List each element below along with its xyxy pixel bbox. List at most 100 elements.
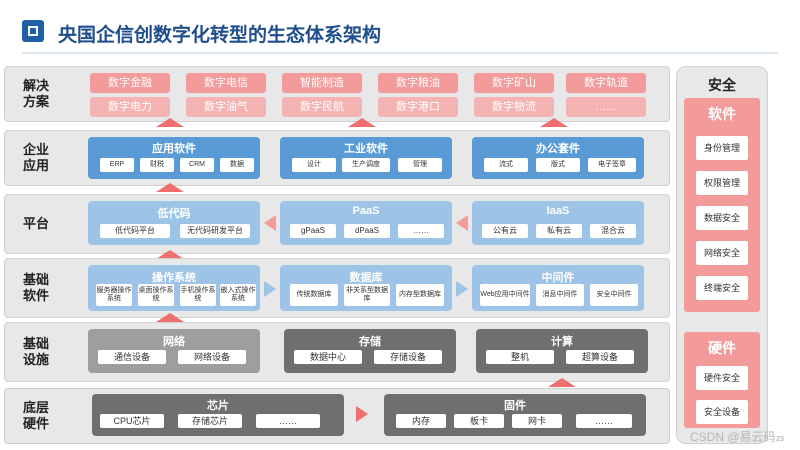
security-software-title: 软件 <box>708 106 736 122</box>
module-item: 网络设备 <box>178 350 246 364</box>
module-item: gPaaS <box>290 224 336 238</box>
module-title: 操作系统 <box>152 272 196 284</box>
security-item: 硬件安全 <box>696 366 748 390</box>
module-title: PaaS <box>352 205 380 217</box>
solution-chip: 数字粮油 <box>378 73 458 93</box>
module-item: 生产调度 <box>342 158 390 172</box>
module-item: 消息中间件 <box>536 284 584 306</box>
row-label-solutions: 解决方案 <box>22 78 49 109</box>
module-title: 固件 <box>504 400 526 412</box>
module-item: …… <box>576 414 632 428</box>
solution-chip: 智能制造 <box>282 73 362 93</box>
module-title: IaaS <box>546 205 570 217</box>
module-title: 工业软件 <box>344 143 388 155</box>
module-item: 数据中心 <box>294 350 362 364</box>
module-item: 财税 <box>140 158 174 172</box>
module-item: 混合云 <box>590 224 636 238</box>
module-item: ERP <box>100 158 134 172</box>
module-title: 计算 <box>551 336 573 348</box>
row-label-bottom-hardware: 底层硬件 <box>22 400 49 431</box>
module-title: 网络 <box>163 336 185 348</box>
module-item: 通信设备 <box>98 350 166 364</box>
arrow-left-icon <box>456 215 468 231</box>
row-label-enterprise: 企业应用 <box>22 142 49 173</box>
module-item: …… <box>398 224 444 238</box>
module-item: 板卡 <box>454 414 504 428</box>
module-item: 设计 <box>292 158 336 172</box>
solution-chip: 数字金融 <box>90 73 170 93</box>
module-item: 网卡 <box>512 414 562 428</box>
module-item: 数据 <box>220 158 254 172</box>
module-item: 存储设备 <box>374 350 442 364</box>
solution-chip: 数字电力 <box>90 97 170 117</box>
arrow-up-icon <box>348 118 376 127</box>
module-item: 手机操作系统 <box>180 284 216 306</box>
arrow-up-icon <box>156 118 184 127</box>
module-item: dPaaS <box>344 224 390 238</box>
module-item: CRM <box>180 158 214 172</box>
module-item: 低代码平台 <box>100 224 170 238</box>
module-item: 流式 <box>484 158 528 172</box>
module-title: 芯片 <box>207 400 229 412</box>
chip-icon <box>22 20 44 42</box>
row-label-base-software: 基础软件 <box>22 272 49 303</box>
module-item: 整机 <box>486 350 554 364</box>
solution-chip: 数字矿山 <box>474 73 554 93</box>
module-item: 存储芯片 <box>178 414 242 428</box>
module-iaas: IaaS <box>472 201 644 245</box>
module-item: 安全中间件 <box>590 284 638 306</box>
module-title: 低代码 <box>157 208 191 220</box>
security-title: 安全 <box>708 77 736 93</box>
module-item: 管理 <box>398 158 442 172</box>
solution-chip: 数字港口 <box>378 97 458 117</box>
arrow-up-icon <box>540 118 568 127</box>
module-item: 无代码研发平台 <box>180 224 250 238</box>
module-item: 版式 <box>536 158 580 172</box>
module-item: 超算设备 <box>566 350 634 364</box>
module-title: 存储 <box>359 336 381 348</box>
title-divider <box>22 52 778 54</box>
solution-chip: 数字民航 <box>282 97 362 117</box>
module-item: …… <box>256 414 320 428</box>
row-label-platform: 平台 <box>22 216 49 231</box>
module-title: 中间件 <box>541 272 575 284</box>
module-item: 嵌入式操作系统 <box>220 284 256 306</box>
watermark: CSDN @易云码 <box>690 430 776 444</box>
module-item: 私有云 <box>536 224 582 238</box>
security-item: 数据安全 <box>696 206 748 230</box>
module-lowcode: 低代码 <box>88 201 260 245</box>
page-title: 央国企信创数字化转型的生态体系架构 <box>58 25 382 46</box>
security-item: 身份管理 <box>696 136 748 160</box>
security-hardware-title: 硬件 <box>708 340 736 356</box>
module-paas: PaaS <box>280 201 452 245</box>
module-item: 服务器操作系统 <box>96 284 132 306</box>
module-item: 公有云 <box>482 224 528 238</box>
solution-chip: 数字物流 <box>474 97 554 117</box>
solution-chip: 数字电信 <box>186 73 266 93</box>
arrow-right-icon <box>456 281 468 297</box>
security-item: 网络安全 <box>696 241 748 265</box>
arrow-up-icon <box>548 378 576 387</box>
arrow-right-icon <box>356 406 368 422</box>
solution-chip: …… <box>566 97 646 117</box>
module-item: Web应用中间件 <box>480 284 530 306</box>
module-item: 传统数据库 <box>290 284 338 306</box>
solution-chip: 数字轨道 <box>566 73 646 93</box>
module-item: 内存 <box>396 414 446 428</box>
arrow-up-icon <box>156 313 184 322</box>
arrow-right-icon <box>264 281 276 297</box>
arrow-up-icon <box>156 183 184 192</box>
module-item: 电子签章 <box>588 158 636 172</box>
row-label-base-facility: 基础设施 <box>22 336 49 367</box>
module-title: 数据库 <box>349 272 383 284</box>
arrow-up-icon <box>156 250 184 259</box>
security-item: 终端安全 <box>696 276 748 300</box>
security-item: 权限管理 <box>696 171 748 195</box>
module-title: 应用软件 <box>152 143 196 155</box>
module-title: 办公套件 <box>536 143 580 155</box>
module-item: 桌面操作系统 <box>138 284 174 306</box>
module-item: 内存型数据库 <box>396 284 444 306</box>
arrow-left-icon <box>264 215 276 231</box>
module-item: 非关系型数据库 <box>344 284 390 306</box>
solution-chip: 数字油气 <box>186 97 266 117</box>
